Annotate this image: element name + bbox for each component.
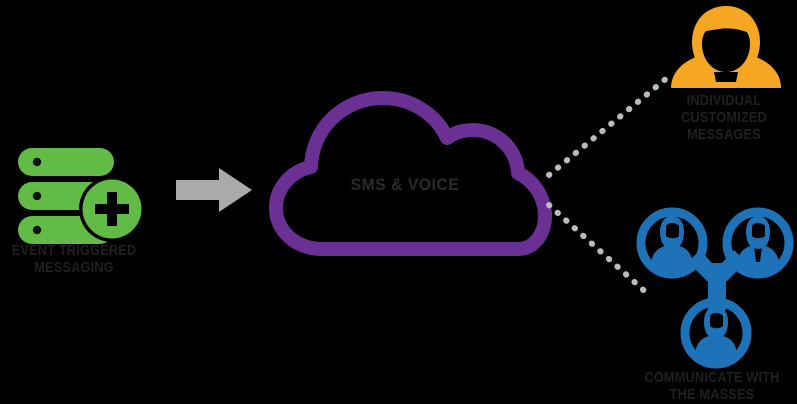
person-avatar-top-left	[636, 207, 708, 279]
people-network-icon	[636, 207, 794, 369]
person-avatar-top-right	[722, 207, 794, 279]
label-individual-customized-messages: INDIVIDUAL CUSTOMIZED MESSAGES	[681, 93, 767, 143]
cloud-label: SMS & VOICE	[350, 175, 460, 194]
label-event-triggered-messaging: EVENT TRIGGERED MESSAGING	[11, 243, 137, 276]
connector-cloud-to-individual	[546, 70, 676, 178]
person-icon	[671, 6, 781, 88]
label-communicate-with-the-masses: COMMUNICATE WITH THE MASSES	[644, 370, 780, 403]
cloud-icon	[269, 91, 552, 256]
person-avatar-bottom	[680, 297, 752, 369]
connector-cloud-to-masses	[546, 202, 653, 299]
right-arrow-icon	[176, 168, 252, 212]
server-stack-plus-icon	[18, 148, 145, 244]
